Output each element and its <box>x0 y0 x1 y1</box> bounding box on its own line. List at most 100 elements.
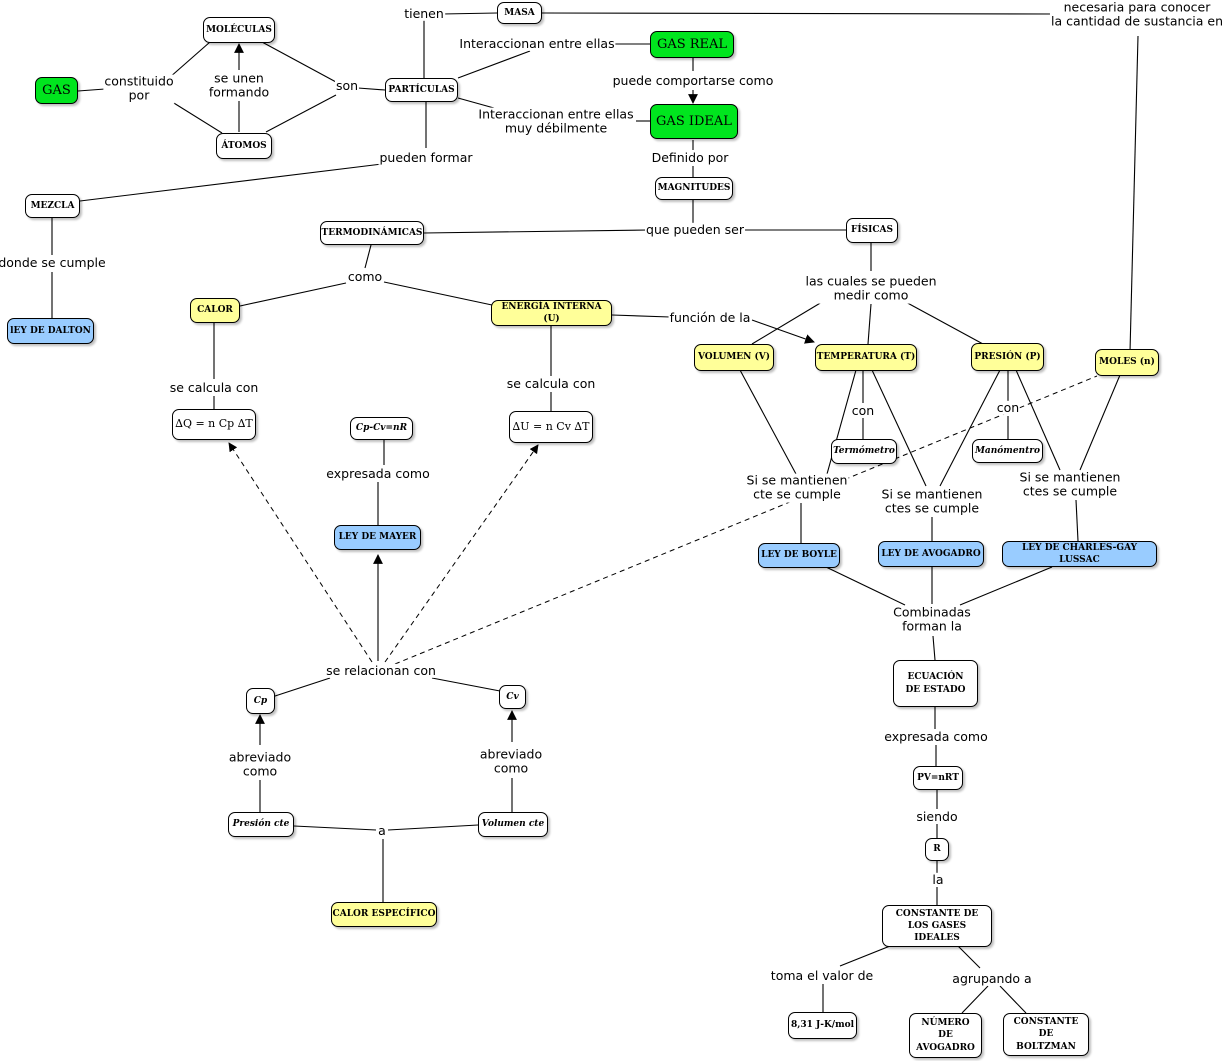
node-calor-especifico[interactable]: CALOR ESPECÍFICO <box>331 902 437 927</box>
node-masa[interactable]: MASA <box>497 2 542 24</box>
connector <box>168 99 223 134</box>
link-necesaria: necesaria para conocer la cantidad de su… <box>1049 0 1222 30</box>
node-gas-real[interactable]: GAS REAL <box>650 31 734 58</box>
node-cv[interactable]: Cv <box>499 685 526 709</box>
connector <box>357 87 386 91</box>
node-temperatura[interactable]: TEMPERATURA (T) <box>815 344 917 371</box>
connector <box>265 94 337 133</box>
node-pv-nrt[interactable]: PV=nRT <box>913 766 963 790</box>
link-tienen: tienen <box>403 5 445 22</box>
connector <box>867 303 872 345</box>
node-valor-r[interactable]: 8,31 J-K/mol <box>788 1012 857 1039</box>
connector <box>957 945 981 969</box>
node-energia-interna[interactable]: ENERGÍA INTERNA (U) <box>491 300 612 326</box>
node-mezcla[interactable]: MEZCLA <box>25 194 80 218</box>
connector <box>1129 35 1139 353</box>
node-volumen-cte[interactable]: Volumen cte <box>478 812 548 837</box>
connector <box>364 244 372 269</box>
connector <box>1079 374 1121 471</box>
connector <box>271 677 331 698</box>
node-termometro[interactable]: Termómetro <box>831 439 897 464</box>
link-abreviado-cp: abreviado como <box>227 749 293 780</box>
connector <box>751 319 815 344</box>
connector <box>261 41 337 83</box>
node-ley-charles[interactable]: LEY DE CHARLES-GAY LUSSAC <box>1002 541 1157 567</box>
link-interaccionan-debil: Interaccionan entre ellas muy débilmente <box>477 106 635 137</box>
link-que-pueden-ser: que pueden ser <box>645 221 745 238</box>
connector <box>1015 369 1061 471</box>
dashed-connector <box>394 375 1098 665</box>
node-ley-avogadro[interactable]: LEY DE AVOGADRO <box>878 541 984 567</box>
node-magnitudes[interactable]: MAGNITUDES <box>655 177 733 200</box>
node-gas-ideal[interactable]: GAS IDEAL <box>650 104 738 139</box>
link-son: son <box>334 77 360 94</box>
connector <box>168 41 211 79</box>
node-fisicas[interactable]: FÍSICAS <box>846 218 898 243</box>
link-con-temperatura: con <box>850 402 876 419</box>
link-la: la <box>931 871 945 888</box>
node-ley-boyle[interactable]: LEY DE BOYLE <box>758 543 840 568</box>
connector <box>423 229 649 234</box>
link-puede-comportarse: puede comportarse como <box>611 72 775 89</box>
node-ley-mayer[interactable]: LEY DE MAYER <box>334 525 421 550</box>
connector <box>79 163 383 202</box>
link-funcion-de: función de la <box>668 309 752 326</box>
link-se-relacionan: se relacionan con <box>325 662 437 679</box>
link-expresada-mayer: expresada como <box>325 465 431 482</box>
node-termodinamicas[interactable]: TERMODINÁMICAS <box>320 221 424 245</box>
connector <box>541 12 1056 15</box>
link-pueden-formar: pueden formar <box>378 149 474 166</box>
node-constante-boltzman[interactable]: CONSTANTE DE BOLTZMAN <box>1003 1013 1089 1056</box>
connector <box>932 635 936 661</box>
link-interaccionan: Interaccionan entre ellas <box>458 35 616 52</box>
connector <box>77 88 106 92</box>
connector <box>825 566 906 606</box>
node-numero-avogadro[interactable]: NÚMERO DE AVOGADRO <box>909 1013 982 1058</box>
node-presion[interactable]: PRESIÓN (P) <box>971 343 1044 371</box>
connector <box>457 50 531 79</box>
connector <box>901 299 984 345</box>
link-donde-se-cumple: donde se cumple <box>0 255 107 271</box>
node-delta-q[interactable]: ∆Q = n Cp ∆T <box>172 409 256 440</box>
connector <box>431 677 501 692</box>
link-definido-por: Definido por <box>650 149 730 166</box>
node-calor[interactable]: CALOR <box>190 298 240 323</box>
node-r[interactable]: R <box>925 838 949 861</box>
node-cp[interactable]: Cp <box>246 688 275 714</box>
node-manometro[interactable]: Manómentro <box>972 439 1043 463</box>
node-atomos[interactable]: ÁTOMOS <box>216 133 272 159</box>
node-ley-dalton[interactable]: lEY DE DALTON <box>7 318 94 344</box>
connector <box>999 985 1027 1014</box>
node-delta-u[interactable]: ∆U = n Cv ∆T <box>509 411 593 443</box>
link-a: a <box>377 822 387 839</box>
node-moles[interactable]: MOLES (n) <box>1095 349 1159 376</box>
link-se-calcula-calor: se calcula con <box>168 379 260 396</box>
connector <box>611 314 671 318</box>
node-presion-cte[interactable]: Presión cte <box>228 812 294 837</box>
link-se-calcula-energia: se calcula con <box>505 375 597 392</box>
connector <box>959 566 1053 606</box>
node-particulas[interactable]: PARTÍCULAS <box>385 78 458 102</box>
link-agrupando: agrupando a <box>951 970 1033 987</box>
node-ecuacion-estado[interactable]: ECUACIÓN DE ESTADO <box>893 660 978 707</box>
link-si-mantienen-avogadro: Si se mantienen ctes se cumple <box>880 486 984 517</box>
link-si-mantienen-boyle: Si se mantienen cte se cumple <box>745 472 849 503</box>
node-moleculas[interactable]: MOLÉCULAS <box>203 17 275 43</box>
link-combinadas: Combinadas forman la <box>892 604 972 635</box>
link-constituido: constituido por <box>103 73 175 104</box>
node-cp-cv[interactable]: Cp-Cv=nR <box>350 417 413 440</box>
connector <box>739 369 797 475</box>
link-toma-valor: toma el valor de <box>769 967 875 984</box>
link-como: como <box>346 268 384 285</box>
connector <box>1075 499 1079 542</box>
connector <box>871 369 927 487</box>
link-se-unen: se unen formando <box>207 70 271 101</box>
connector <box>839 945 891 967</box>
link-las-cuales: las cuales se pueden medir como <box>804 273 938 304</box>
node-constante-gases[interactable]: CONSTANTE DE LOS GASES IDEALES <box>882 905 992 947</box>
node-gas[interactable]: GAS <box>35 77 78 104</box>
connector <box>751 301 823 345</box>
link-abreviado-cv: abreviado como <box>478 746 544 777</box>
link-expresada-ecuacion: expresada como <box>883 728 989 745</box>
node-volumen[interactable]: VOLUMEN (V) <box>694 344 774 371</box>
